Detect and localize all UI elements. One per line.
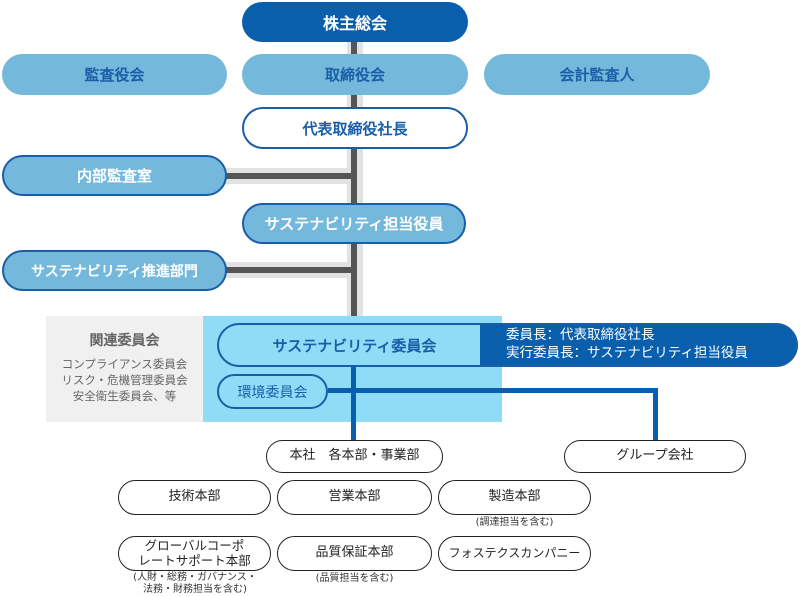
division-name-line: グローバルコーポ: [144, 538, 245, 554]
shareholders-meeting: 株主総会: [242, 2, 468, 42]
connector-line-blue: [653, 388, 658, 441]
sustainability-officer: サステナビリティ担当役員: [242, 203, 466, 244]
related-item: コンプライアンス委員会: [61, 357, 188, 371]
connector-line-blue: [351, 366, 356, 441]
sustainability-committee: サステナビリティ委員会: [272, 336, 437, 355]
accounting-auditor: 会計監査人: [484, 54, 710, 95]
division-fostex-company: フォステクスカンパニー: [438, 536, 591, 571]
committee-chair: 委員長：代表取締役社長: [506, 327, 655, 343]
audit-board: 監査役会: [2, 54, 227, 95]
related-title: 関連委員会: [89, 333, 160, 349]
committee-exec-chair: 実行委員長：サステナビリティ担当役員: [506, 344, 748, 361]
related-item: リスク・危機管理委員会: [61, 373, 188, 387]
hq-divisions: 本社 各本部・事業部: [266, 440, 443, 473]
connector-line: [224, 173, 354, 179]
internal-audit-office: 内部監査室: [2, 155, 227, 196]
environment-committee: 環境委員会: [217, 374, 328, 409]
sustainability-dept: サステナビリティ推進部門: [2, 250, 227, 291]
board-of-directors: 取締役会: [242, 54, 468, 95]
connector-line: [224, 267, 354, 273]
committee-outline: [217, 323, 798, 367]
division-global-corporate-support: グローバルコーポ レートサポート本部: [118, 536, 271, 571]
division-manufacturing: 製造本部: [438, 480, 591, 515]
division-technology: 技術本部: [118, 480, 271, 515]
president: 代表取締役社長: [242, 107, 468, 149]
committee-chair-band: 委員長：代表取締役社長 実行委員長：サステナビリティ担当役員: [480, 323, 798, 367]
division-note-line: (人財・総務・ガバナンス・: [133, 572, 257, 583]
related-committees-box: 関連委員会 コンプライアンス委員会 リスク・危機管理委員会 安全衛生委員会、等: [46, 316, 203, 422]
group-companies: グループ会社: [564, 440, 746, 473]
division-note-line: 法務・財務担当を含む): [143, 584, 247, 595]
connector-line: [351, 40, 357, 320]
division-note: (品質担当を含む): [315, 573, 394, 584]
division-note: (調達担当を含む): [475, 517, 554, 528]
division-name-line: レートサポート本部: [138, 552, 251, 568]
division-sales: 営業本部: [277, 480, 432, 515]
division-quality-assurance: 品質保証本部: [277, 536, 432, 571]
connector-line-blue: [328, 388, 658, 393]
related-item: 安全衛生委員会、等: [72, 389, 177, 403]
division-note: (人財・総務・ガバナンス・ 法務・財務担当を含む): [110, 572, 280, 596]
